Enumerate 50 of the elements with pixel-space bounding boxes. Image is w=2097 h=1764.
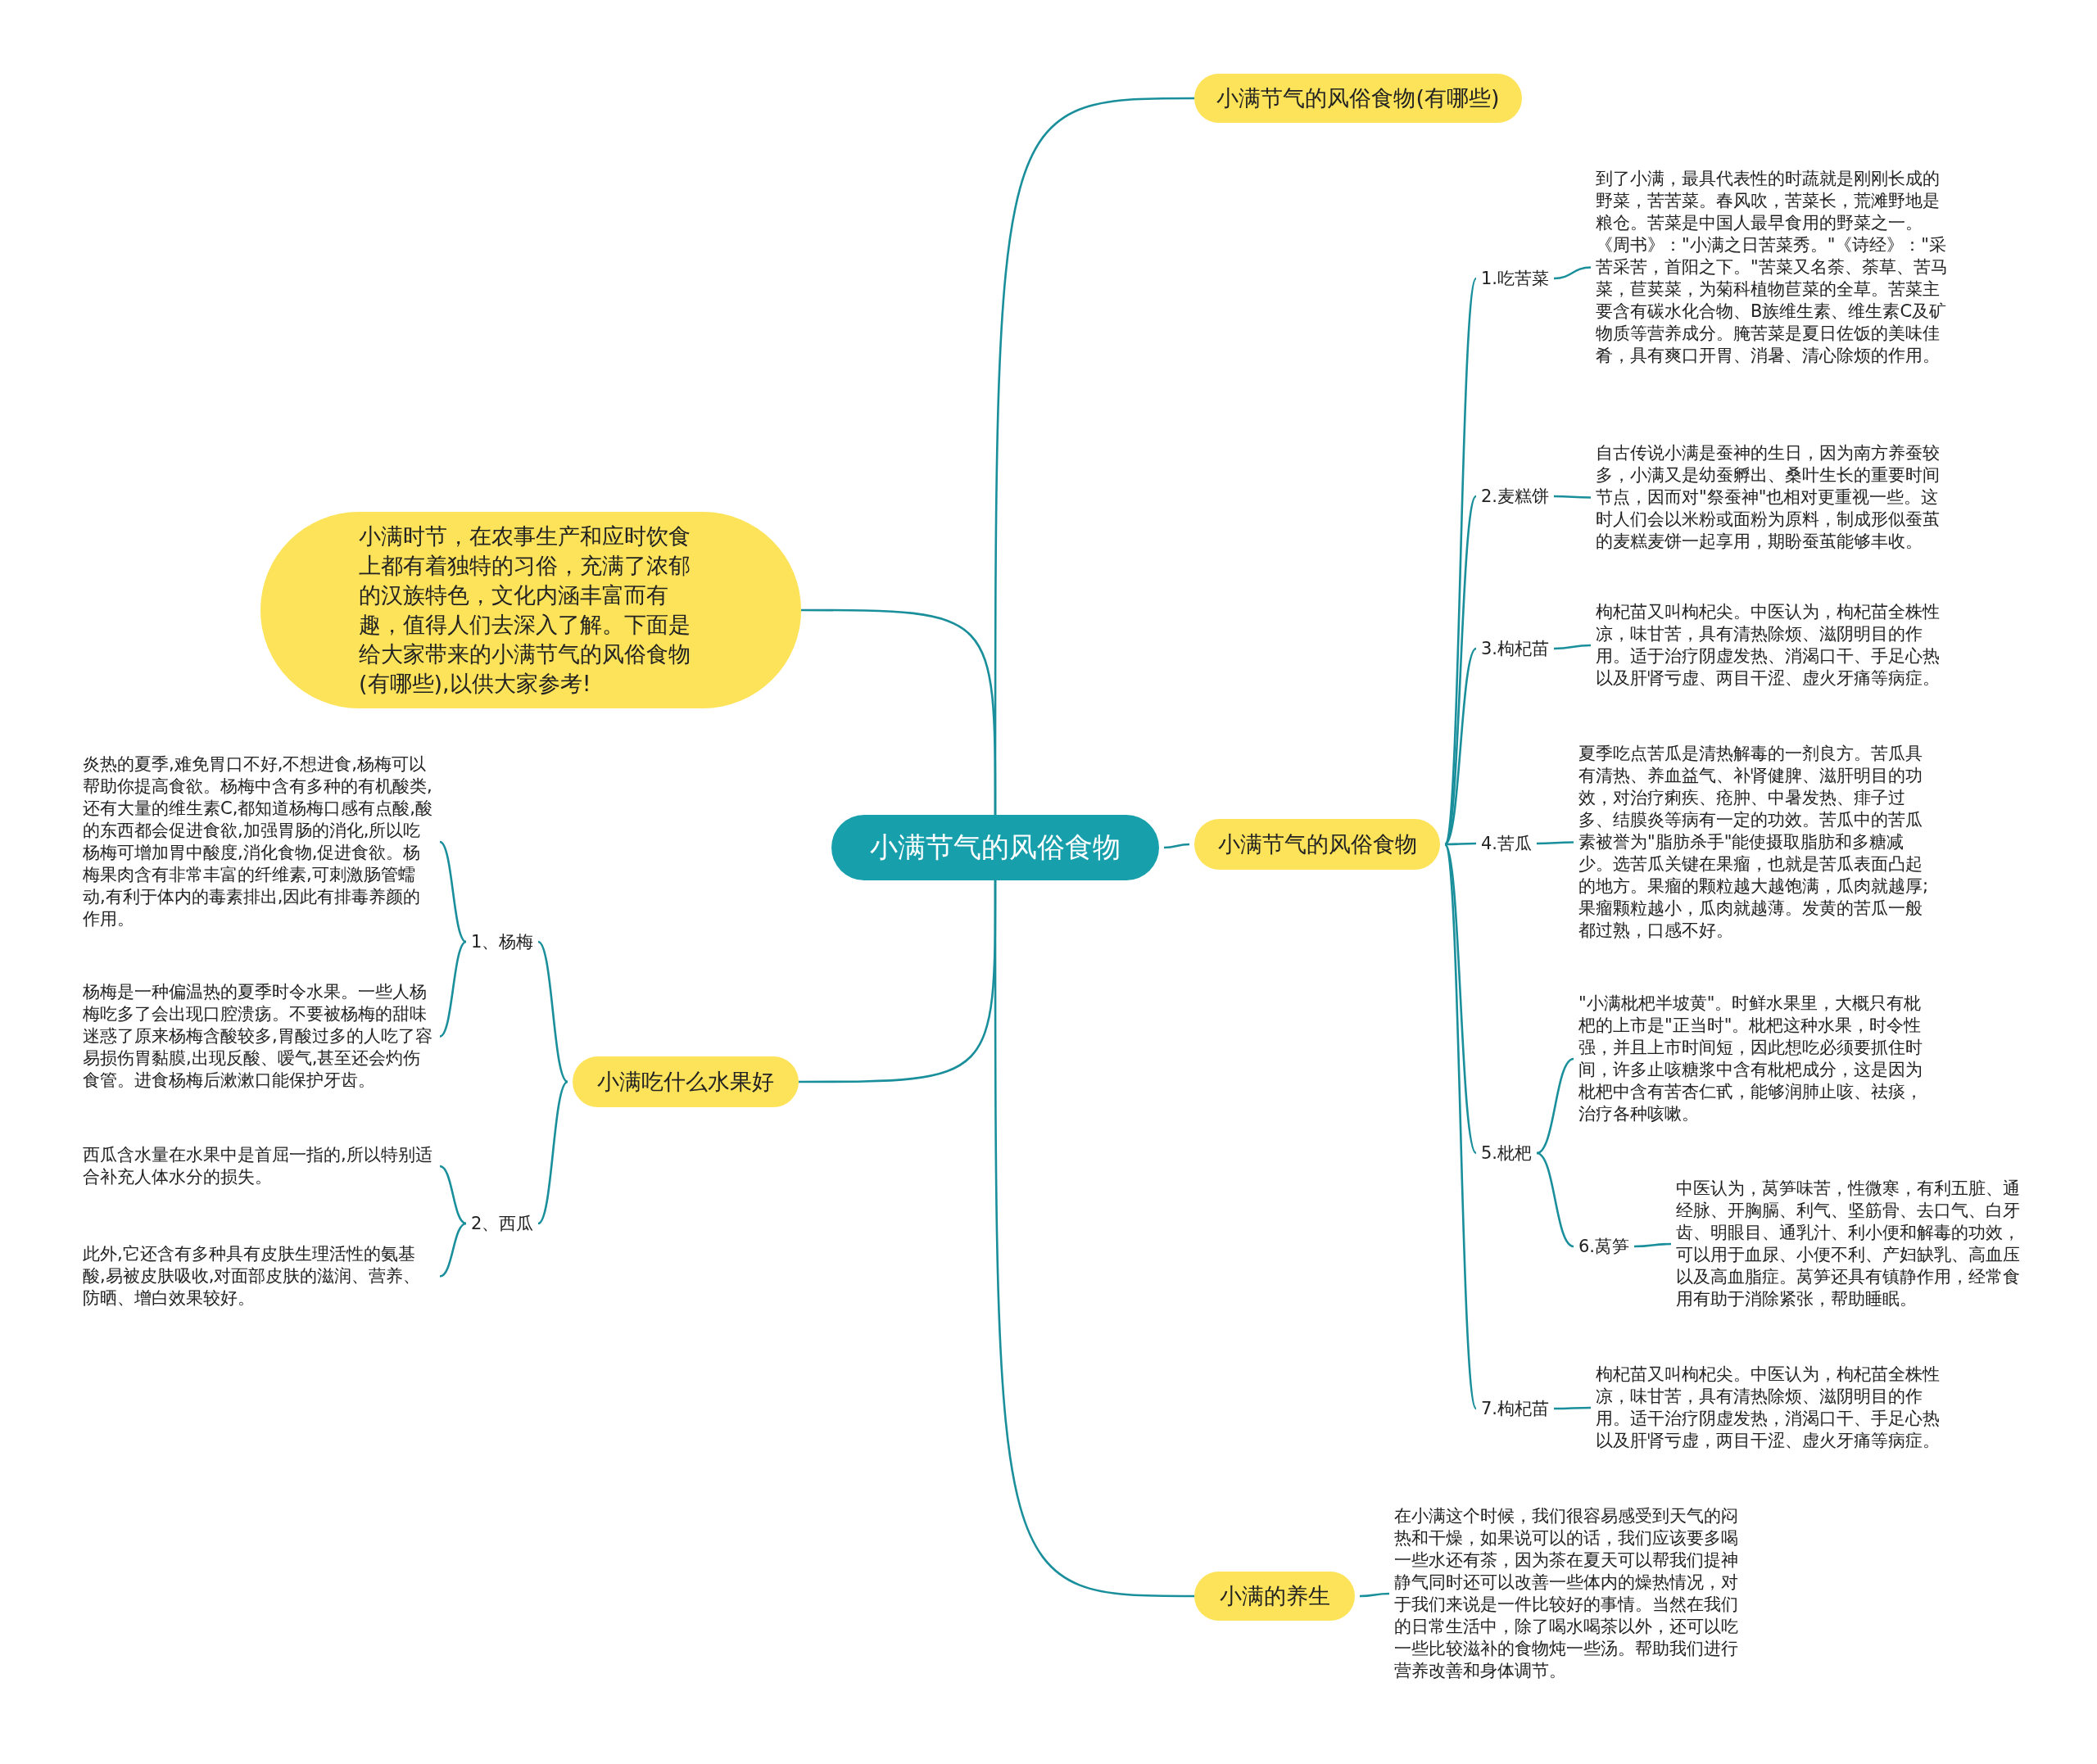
connector xyxy=(1536,1057,1574,1155)
description-text: 到了小满，最具代表性的时蔬就是刚刚长成的野菜，苦苦菜。春风吹，苦菜长，荒滩野地是粮仓。苦菜是中国人最早食用的野菜之一。《周书》："小满之日苦菜秀。"《诗经》："采苦采苦，首阳之下。"苦菜又名荼、荼草、苦马菜，苣荬菜，为菊科植物苣菜的全草。苦菜主要含有碳水化合物、B族维生素、维生素C及矿物质等营养成分。腌苦菜是夏日佐饭的美味佳肴，具有爽口开胃、消暑、清心除烦的作用。 xyxy=(1596,168,1948,367)
description-text: 此外,它还含有多种具有皮肤生理活性的氨基酸,易被皮肤吸收,对面部皮肤的滋润、营养、防晒、增白效果较好。 xyxy=(83,1243,435,1309)
description-text: 西瓜含水量在水果中是首屈一指的,所以特别适合补充人体水分的损失。 xyxy=(83,1144,435,1188)
central-topic: 小满节气的风俗食物 xyxy=(831,815,1159,880)
connector xyxy=(439,1165,467,1225)
connector xyxy=(439,840,467,943)
connector xyxy=(1554,644,1591,650)
branch-label: 3.枸杞苗 xyxy=(1481,637,1550,660)
description-text: 枸杞苗又叫枸杞尖。中医认为，枸杞苗全株性凉，味甘苦，具有清热除烦、滋阴明目的作用。适干治疗阴虚发热，消渴口干、手足心热以及肝肾亏虚，两目干涩、虚火牙痛等病症。 xyxy=(1596,1364,1948,1452)
branch-label: 2、西瓜 xyxy=(471,1212,534,1235)
description-text: 自古传说小满是蚕神的生日，因为南方养蚕较多，小满又是幼蚕孵出、桑叶生长的重要时间节点，因而对"祭蚕神"也相对更重视一些。这时人们会以米粉或面粉为原料，制成形似蚕茧的麦糕麦饼一起享用，期盼蚕茧能够丰收。 xyxy=(1596,442,1948,553)
topic-pill: 小满节气的风俗食物(有哪些) xyxy=(1194,74,1522,123)
connector xyxy=(1553,266,1592,280)
connector xyxy=(1163,843,1190,849)
topic-pill: 小满的养生 xyxy=(1194,1572,1355,1621)
connector xyxy=(1443,844,1478,1154)
description-text: "小满枇杷半坡黄"。时鲜水果里，大概只有枇杷的上市是"正当时"。枇杷这种水果，时令性强，并且上市时间短，因此想吃必须要抓住时间，许多止咳糖浆中含有枇杷成分，这是因为枇杷中含有苦杏仁甙，能够润肺止咳、祛痰，治疗各种咳嗽。 xyxy=(1578,993,1931,1125)
description-text: 炎热的夏季,难免胃口不好,不想进食,杨梅可以帮助你提高食欲。杨梅中含有多种的有机酸类,还有大量的维生素C,都知道杨梅口感有点酸,酸的东西都会促进食欲,加强胃肠的消化,所以吃杨梅可增加胃中酸度,消化食物,促进食欲。杨梅果肉含有非常丰富的纤维素,可刺激肠管蠕动,有利于体内的毒素排出,因此有排毒养颜的作用。 xyxy=(83,753,435,930)
intro-bubble: 小满时节，在农事生产和应时饮食上都有着独特的习俗，充满了浓郁的汉族特色，文化内涵丰富而有趣，值得人们去深入了解。下面是给大家带来的小满节气的风俗食物(有哪些),以供大家参考! xyxy=(260,512,801,708)
description-text: 枸杞苗又叫枸杞尖。中医认为，枸杞苗全株性凉，味甘苦，具有清热除烦、滋阴明目的作用。适于治疗阴虚发热、消渴口干、手足心热以及肝肾亏虚、两目干涩、虚火牙痛等病症。 xyxy=(1596,601,1948,690)
branch-label: 5.枇杷 xyxy=(1481,1142,1533,1165)
connector xyxy=(1537,841,1574,845)
connector xyxy=(439,940,467,1038)
connector xyxy=(1554,1406,1591,1410)
connector xyxy=(1360,1592,1389,1598)
branch-label: 1、杨梅 xyxy=(471,930,534,953)
connector xyxy=(801,608,997,815)
connector xyxy=(1445,842,1476,846)
branch-label: 2.麦糕饼 xyxy=(1481,485,1550,508)
connector xyxy=(439,1222,467,1278)
topic-pill: 小满吃什么水果好 xyxy=(573,1056,799,1107)
connector xyxy=(1634,1242,1671,1248)
connector xyxy=(1536,1151,1574,1248)
branch-label: 4.苦瓜 xyxy=(1481,832,1533,855)
description-text: 在小满这个时候，我们很容易感受到天气的闷热和干燥，如果说可以的话，我们应该要多喝一些水还有茶，因为茶在夏天可以帮我们提神静气同时还可以改善一些体内的燥热情况，对于我们来说是一件比较好的事情。当然在我们的日常生活中，除了喝水喝茶以外，还可以吃一些比较滋补的食物炖一些汤。帮助我们进行营养改善和身体调节。 xyxy=(1394,1505,1746,1682)
connector xyxy=(537,1081,568,1224)
connector xyxy=(994,880,1194,1598)
connector xyxy=(1444,648,1477,845)
connector xyxy=(1443,495,1478,845)
description-text: 中医认为，莴笋味苦，性微寒，有利五脏、通经脉、开胸膈、利气、坚筋骨、去口气、白牙齿、明眼目、通乳汁、利小便和解毒的功效，可以用于血尿、小便不利、产妇缺乳、高血压以及高血脂症。莴笋还具有镇静作用，经常食用有助于消除紧张，帮助睡眠。 xyxy=(1676,1178,2028,1310)
connector xyxy=(1554,495,1591,499)
description-text: 杨梅是一种偏温热的夏季时令水果。一些人杨梅吃多了会出现口腔溃疡。不要被杨梅的甜味迷惑了原来杨梅含酸较多,胃酸过多的人吃了容易损伤胃黏膜,出现反酸、嗳气,甚至还会灼伤食管。进食杨梅后漱漱口能保护牙齿。 xyxy=(83,981,435,1092)
connector xyxy=(1443,844,1478,1409)
branch-label: 1.吃苦菜 xyxy=(1481,267,1550,290)
branch-label: 7.枸杞苗 xyxy=(1481,1397,1550,1420)
connector xyxy=(537,941,568,1083)
description-text: 夏季吃点苦瓜是清热解毒的一剂良方。苦瓜具有清热、养血益气、补肾健脾、滋肝明目的功效，对治疗痢疾、疮肿、中暑发热、痱子过多、结膜炎等病有一定的功效。苦瓜中的苦瓜素被誉为"脂肪杀手"能使摄取脂肪和多糖减少。选苦瓜关键在果瘤，也就是苦瓜表面凸起的地方。果瘤的颗粒越大越饱满，瓜肉就越厚;果瘤颗粒越小，瓜肉就越薄。发黄的苦瓜一般都过熟，口感不好。 xyxy=(1578,743,1931,942)
topic-pill: 小满节气的风俗食物 xyxy=(1194,819,1440,870)
branch-label: 6.莴笋 xyxy=(1578,1235,1630,1258)
